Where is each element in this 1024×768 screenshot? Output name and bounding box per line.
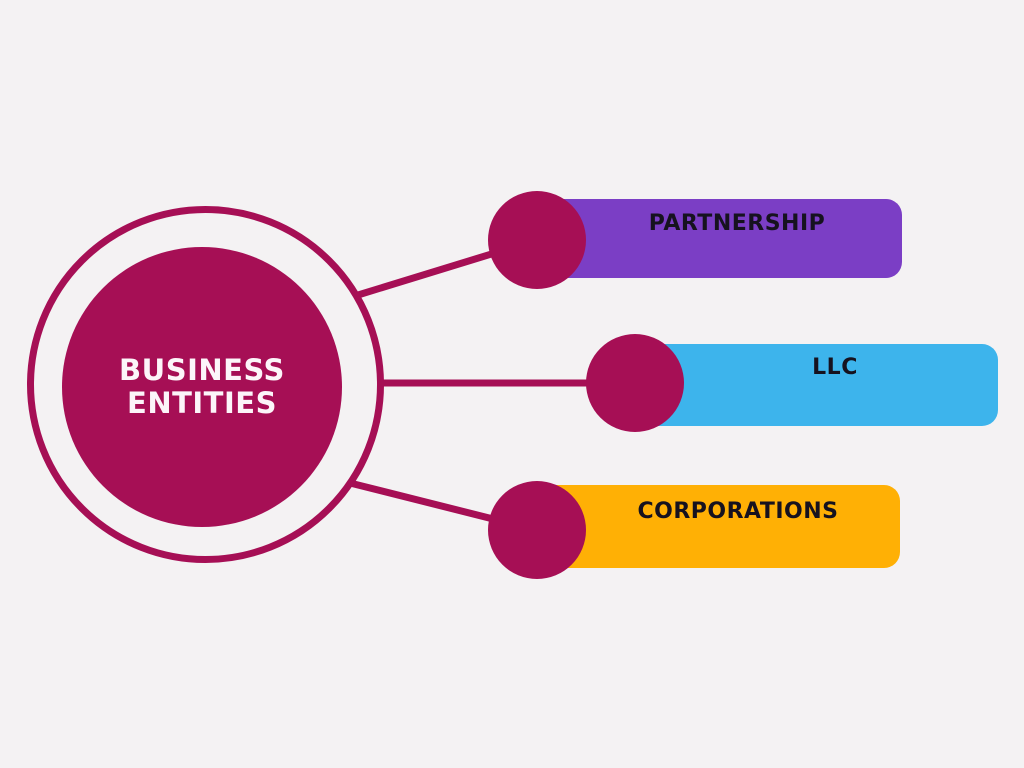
node-dot-corporations: [488, 481, 586, 579]
branch-bar-corporations: [537, 485, 900, 568]
branch-label-llc: LLC: [812, 355, 858, 380]
branch-bar-partnership: [537, 199, 902, 278]
hub-outer-ring: [27, 206, 384, 563]
node-dot-llc: [586, 334, 684, 432]
hub-title: BUSINESS ENTITIES: [119, 353, 285, 420]
branch-bar-llc: [635, 344, 998, 426]
branch-label-corporations: CORPORATIONS: [637, 499, 839, 524]
node-dot-partnership: [488, 191, 586, 289]
branch-label-partnership: PARTNERSHIP: [648, 211, 826, 236]
hub-circle: BUSINESS ENTITIES: [62, 247, 342, 527]
